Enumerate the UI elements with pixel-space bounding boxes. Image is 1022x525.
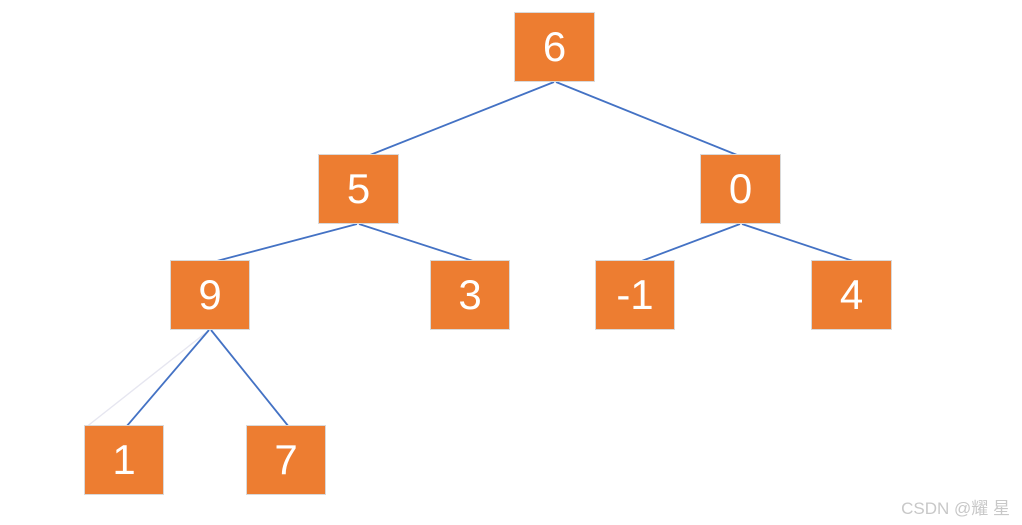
tree-edge-n0-nm1: [638, 223, 741, 263]
tree-edge-n9-n1: [125, 329, 210, 428]
tree-edge-n6-n0: [555, 81, 743, 158]
tree-node-9[interactable]: 9: [170, 260, 250, 330]
tree-edge-n0-n4: [741, 223, 857, 263]
tree-node-7[interactable]: 7: [246, 425, 326, 495]
tree-edge-n9-n7: [210, 329, 290, 428]
tree-node-3[interactable]: 3: [430, 260, 510, 330]
tree-node-neg1[interactable]: -1: [595, 260, 675, 330]
tree-node-4[interactable]: 4: [811, 260, 892, 330]
tree-node-5[interactable]: 5: [318, 154, 399, 224]
tree-node-6[interactable]: 6: [514, 12, 595, 82]
tree-edge-n5-n9: [212, 223, 358, 263]
tree-edge-n6-n5: [364, 81, 555, 158]
tree-edge-ghost-n9-n1: [84, 330, 209, 429]
watermark-label: CSDN @耀 星: [901, 499, 1010, 518]
tree-edge-n5-n3: [358, 223, 477, 263]
tree-node-1[interactable]: 1: [84, 425, 164, 495]
tree-node-0[interactable]: 0: [700, 154, 781, 224]
